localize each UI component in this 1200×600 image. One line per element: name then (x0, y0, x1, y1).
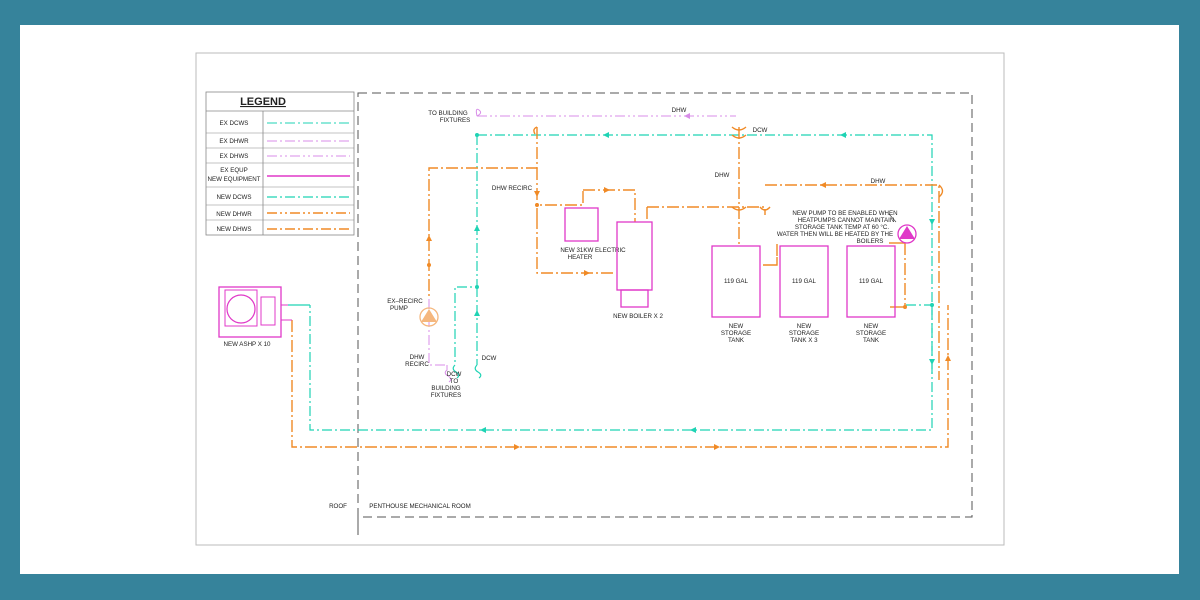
dcw-bottom-label-4: FIXTURES (431, 392, 462, 399)
ashp-unit: NEW ASHP X 10 (218, 286, 292, 348)
note-line1: NEW PUMP TO BE ENABLED WHEN (792, 210, 897, 217)
new-boiler: NEW BOILER X 2 (613, 221, 663, 320)
roof-label: ROOF (329, 503, 347, 510)
dcw-bottom-label-2: TO (450, 378, 459, 385)
penthouse-label: PENTHOUSE MECHANICAL ROOM (369, 503, 471, 510)
electric-heater: NEW 31KW ELECTRIC HEATER (560, 207, 626, 261)
legend-new-dhws: NEW DHWS (216, 226, 251, 233)
dcw-connectors (288, 304, 482, 379)
dcw-top-label: DCW (753, 127, 768, 134)
note-line3: STORAGE TANK TEMP AT 60 °C. (795, 224, 889, 231)
tank1-label-line3: TANK (728, 337, 745, 344)
tank2-label-line1: NEW (797, 323, 812, 330)
tank3-label-line3: TANK (863, 337, 880, 344)
tank3-capacity: 119 GAL (859, 278, 884, 285)
to-building-fixtures-label-2: FIXTURES (440, 117, 471, 124)
dcw-bottom-right-label: DCW (482, 355, 497, 362)
note-line5: BOILERS (857, 238, 884, 245)
dhw-crossovers (533, 126, 944, 308)
dhw-recirc-bottom-label-1: DHW (410, 354, 425, 361)
dcw-bottom-label-1: DCW (447, 371, 462, 378)
ex-recirc-pump-label-1: EX–RECIRC (387, 298, 423, 305)
legend-ex-dcws: EX DCWS (220, 120, 249, 127)
ashp-label: NEW ASHP X 10 (224, 341, 272, 348)
tank1-label-line2: STORAGE (721, 330, 751, 337)
schematic-diagram: LEGEND EX DCWS EX DHWR EX DHWS EX EQUP N… (195, 52, 1005, 546)
new-pump (888, 213, 917, 244)
flow-arrows (426, 113, 951, 450)
tank2-capacity: 119 GAL (792, 278, 817, 285)
dhw-right-label: DHW (871, 178, 886, 185)
to-building-fixtures-label-1: TO BUILDING (428, 110, 468, 117)
tank1-capacity: 119 GAL (724, 278, 749, 285)
penthouse-boundary (357, 92, 973, 518)
legend-new-dhwr: NEW DHWR (216, 211, 252, 218)
legend-ex-dhws: EX DHWS (220, 153, 249, 160)
ex-recirc-pump (419, 307, 439, 327)
tank3-label-line2: STORAGE (856, 330, 886, 337)
storage-tank-2: 119 GAL NEW STORAGE TANK X 3 (779, 245, 829, 344)
dhw-top-label: DHW (672, 107, 687, 114)
note-line2: HEATPUMPS CANNOT MAINTAIN (798, 217, 895, 224)
boiler-label: NEW BOILER X 2 (613, 313, 663, 320)
diagram-labels: TO BUILDING FIXTURES DHW DCW DHW DHW DHW… (387, 107, 885, 399)
heater-label-line2: HEATER (568, 254, 593, 261)
existing-dhw-pipes (428, 108, 736, 383)
tank1-label-line1: NEW (729, 323, 744, 330)
storage-tank-3: 119 GAL NEW STORAGE TANK (846, 245, 896, 344)
legend-box (205, 91, 355, 236)
sheet-border (195, 52, 1005, 546)
legend-ex-equp: EX EQUP (220, 167, 248, 174)
dcw-pipes (309, 134, 933, 431)
note-line4: WATER THEN WILL BE HEATED BY THE (777, 231, 893, 238)
drawing-canvas: LEGEND EX DCWS EX DHWR EX DHWS EX EQUP N… (20, 25, 1179, 574)
storage-tank-1: 119 GAL NEW STORAGE TANK (711, 245, 761, 344)
dhw-recirc-bottom-label-2: RECIRC (405, 361, 429, 368)
dcw-bottom-label-3: BUILDING (431, 385, 460, 392)
tank2-label-line3: TANK X 3 (790, 337, 818, 344)
heater-label-line1: NEW 31KW ELECTRIC (560, 247, 626, 254)
junction-dots (427, 133, 934, 309)
legend-title: LEGEND (240, 96, 286, 108)
legend-new-equipment: NEW EQUIPMENT (208, 176, 261, 183)
new-dhw-pipes (291, 127, 949, 448)
legend: LEGEND EX DCWS EX DHWR EX DHWS EX EQUP N… (205, 91, 355, 236)
dhw-mid-label: DHW (715, 172, 730, 179)
dhw-recirc-label: DHW RECIRC (492, 185, 533, 192)
tank2-label-line2: STORAGE (789, 330, 819, 337)
legend-ex-dhwr: EX DHWR (219, 138, 249, 145)
pump-note: NEW PUMP TO BE ENABLED WHEN HEATPUMPS CA… (777, 210, 898, 245)
ex-recirc-pump-label-2: PUMP (390, 305, 408, 312)
legend-new-dcws: NEW DCWS (216, 194, 251, 201)
tank3-label-line1: NEW (864, 323, 879, 330)
